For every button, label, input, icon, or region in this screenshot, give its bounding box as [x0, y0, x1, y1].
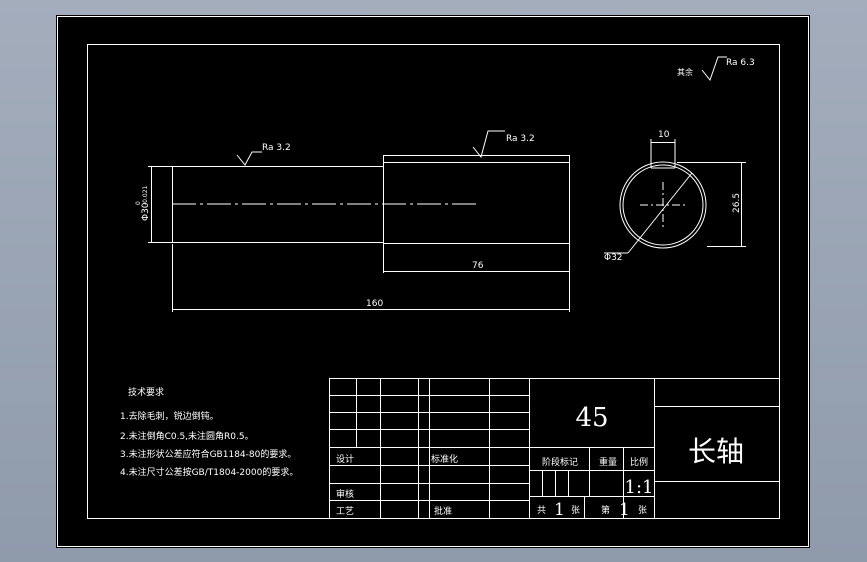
tech-item-4: 4.未注尺寸公差按GB/T1804-2000的要求。 [120, 466, 298, 478]
tb-material: 45 [575, 403, 608, 433]
dim-phi30: Φ30 [141, 202, 151, 221]
drawing-canvas: Φ30 0 -0.021 76 160 Ra 3.2 Ra 3.2 其余 Ra … [57, 16, 809, 547]
tb-total: 共 [537, 505, 546, 516]
tech-title: 技术要求 [128, 386, 164, 398]
shaft-front-view: Φ30 0 -0.021 76 160 Ra 3.2 Ra 3.2 其余 Ra … [135, 56, 755, 312]
section-outer-circle [619, 161, 707, 249]
title-block-frame [329, 378, 780, 519]
roughness-right-value: Ra 3.2 [506, 134, 535, 144]
roughness-symbol-icon [236, 151, 262, 166]
tb-sheets: 张 [571, 505, 580, 516]
roughness-symbol-icon [701, 56, 727, 82]
section-view: 10 26.5 Φ32 [604, 130, 746, 263]
dim-76: 76 [472, 261, 484, 271]
dim-tol-lower: -0.021 [142, 185, 149, 205]
tb-review: 审核 [336, 488, 354, 500]
section-inner-circle [622, 164, 704, 246]
tech-item-3: 3.未注形状公差应符合GB1184-80的要求。 [120, 448, 296, 460]
tech-item-1: 1.去除毛刺，锐边倒钝。 [120, 410, 219, 422]
title-block: 设计 标准化 审核 工艺 批准 45 长轴 阶段标记 重量 比例 1:1 共 1… [329, 378, 780, 520]
tb-scale: 1:1 [625, 477, 654, 498]
tb-total-n: 1 [554, 500, 565, 520]
dim-26-5: 26.5 [732, 193, 742, 213]
tb-approve: 批准 [434, 505, 452, 517]
tb-index: 第 [601, 504, 610, 516]
roughness-left-value: Ra 3.2 [262, 143, 291, 153]
tb-sheet: 张 [638, 505, 647, 516]
dim-10: 10 [658, 130, 670, 140]
roughness-other-label: 其余 [677, 67, 693, 77]
dim-160: 160 [366, 299, 383, 309]
tb-part-name: 长轴 [688, 435, 744, 468]
tech-requirements: 技术要求 1.去除毛刺，锐边倒钝。 2.未注倒角C0.5,未注圆角R0.5。 3… [120, 386, 298, 478]
dim-leader-32 [627, 172, 693, 254]
dim-tol-upper: 0 [135, 201, 142, 205]
tb-weight: 重量 [599, 456, 617, 468]
tb-scale-label: 比例 [630, 456, 648, 468]
dim-phi32: Φ32 [604, 253, 623, 263]
drawing-sheet: Φ30 0 -0.021 76 160 Ra 3.2 Ra 3.2 其余 Ra … [56, 15, 810, 548]
tb-stage-mark: 阶段标记 [542, 456, 578, 468]
tb-standard: 标准化 [431, 453, 458, 465]
roughness-other-value: Ra 6.3 [726, 58, 755, 68]
tb-design: 设计 [336, 453, 354, 465]
outer-frame [57, 16, 809, 547]
tb-index-n: 1 [619, 500, 630, 520]
roughness-symbol-icon [472, 130, 505, 159]
tech-item-2: 2.未注倒角C0.5,未注圆角R0.5。 [120, 430, 254, 442]
shaft-large-section [383, 155, 570, 244]
tb-process: 工艺 [336, 506, 354, 517]
